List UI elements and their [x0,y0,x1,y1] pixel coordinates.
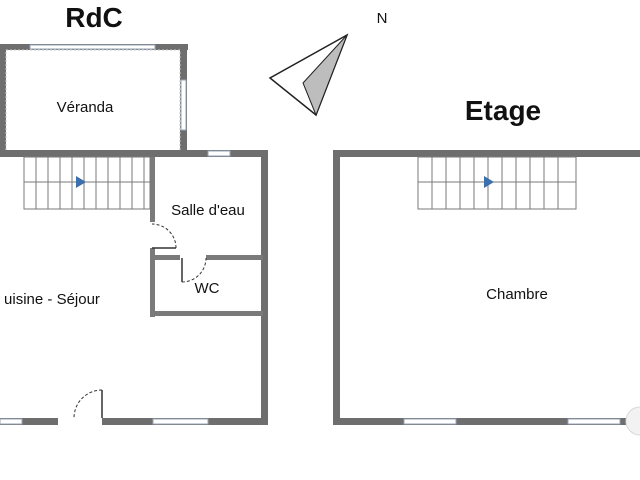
arrow-right-icon [484,176,494,188]
room-chambre: Chambre [486,286,548,303]
north-label: N [377,10,388,27]
room-veranda: Véranda [57,99,114,116]
room-cuisine-sejour: uisine - Séjour [4,291,100,308]
ground-floor-title: RdC [65,2,123,33]
room-salle-d-eau: Salle d'eau [171,202,245,219]
wc-bottom-wall [150,311,263,316]
upper-floor-title: Etage [465,95,541,126]
wc-door-swing [181,257,207,283]
upper-window-bottom-1 [403,418,457,425]
stairs-icon [417,156,577,210]
main-right-wall [261,150,268,425]
main-bottom-wall [0,418,268,425]
upper-bottom-wall [333,418,640,425]
upper-left-wall [333,150,340,425]
veranda-window-top [29,44,156,50]
main-window-top [207,150,231,157]
veranda-left-wall [0,44,6,154]
entrance-door-swing [73,389,103,419]
upper-top-wall [333,150,640,157]
window-bottom-1 [0,418,23,425]
main-top-wall [0,150,268,157]
room-wc: WC [195,280,220,297]
bathroom-bottom-wall [150,255,263,260]
window-bottom-2 [152,418,209,425]
upper-window-bottom-2 [567,418,621,425]
stairs-icon [23,156,151,210]
corner-badge [625,406,640,436]
arrow-right-icon [76,176,86,188]
veranda-window-right [180,79,187,131]
ground-floor-plan: Véranda Salle d'eau WC uisine - Séjour [0,44,268,426]
upper-floor-plan: Chambre [333,150,640,425]
north-arrow-icon [268,33,349,117]
